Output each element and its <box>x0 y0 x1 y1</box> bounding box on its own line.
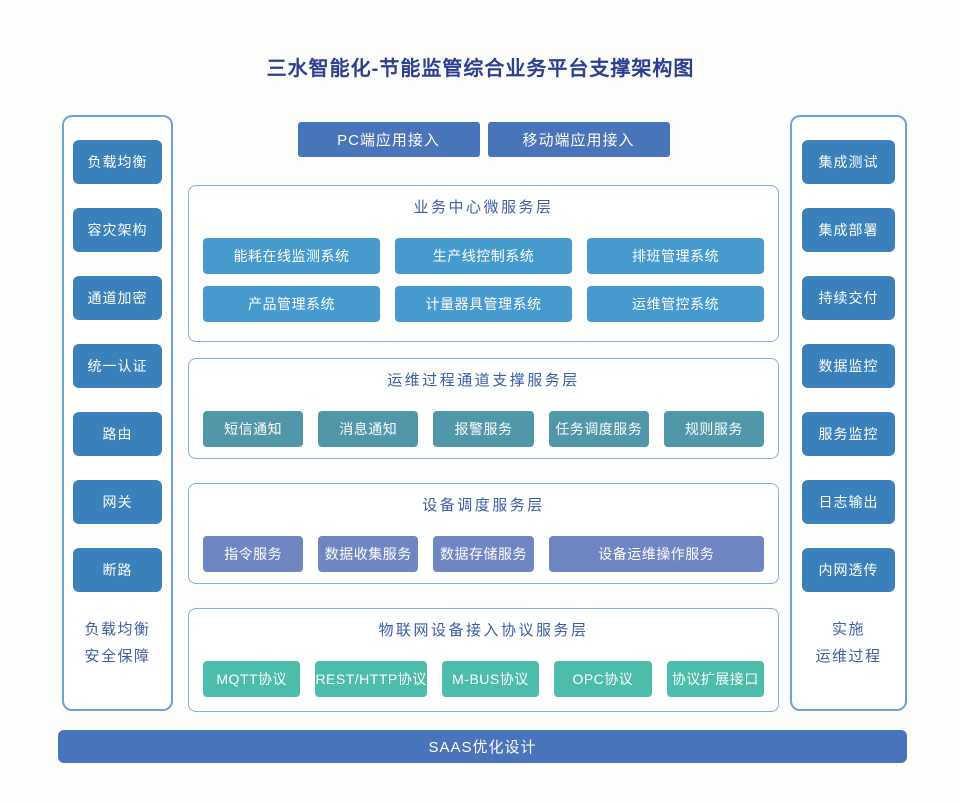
left-panel-caption: 负载均衡安全保障 <box>64 616 171 670</box>
right-panel-item: 数据监控 <box>802 344 895 388</box>
layer-row: 能耗在线监测系统生产线控制系统排班管理系统 <box>203 238 764 274</box>
layer-title: 业务中心微服务层 <box>413 199 554 216</box>
page-title: 三水智能化-节能监管综合业务平台支撑架构图 <box>266 58 695 80</box>
layer-button: 报警服务 <box>433 411 534 447</box>
layer-button: 排班管理系统 <box>587 238 764 274</box>
layer-button: 设备运维操作服务 <box>548 536 764 572</box>
layer-row: MQTT协议 REST/HTTP协议 M-BUS协议 OPC协议协议扩展接口 <box>203 661 765 697</box>
right-panel-item: 日志输出 <box>802 480 895 524</box>
app-access-buttons: PC端应用接入移动端应用接入 <box>188 122 779 157</box>
right-panel-item: 服务监控 <box>802 412 895 456</box>
saas-bar: SAAS优化设计 <box>58 730 907 763</box>
layer-button: 能耗在线监测系统 <box>203 238 380 274</box>
left-panel-item: 断路 <box>73 548 162 592</box>
right-panel-item: 集成测试 <box>802 140 895 184</box>
layer-button: 规则服务 <box>663 411 765 447</box>
layer-button: 数据存储服务 <box>433 536 534 572</box>
left-panel-item: 路由 <box>73 412 162 456</box>
right-panel-item: 内网透传 <box>802 548 895 592</box>
right-panel-item: 持续交付 <box>802 276 895 320</box>
left-panel-items: 负载均衡容灾架构通道加密统一认证路由网关断路 <box>64 117 171 592</box>
layer-button: 生产线控制系统 <box>395 238 572 274</box>
pc-app-access-button: PC端应用接入 <box>297 122 480 157</box>
right-panel-item: 集成部署 <box>802 208 895 252</box>
layer-row: 指令服务数据收集服务数据存储服务设备运维操作服务 <box>203 536 764 572</box>
layer-button: M-BUS协议 <box>441 661 540 697</box>
layer-title: 运维过程通道支撑服务层 <box>387 372 580 389</box>
layer-button: REST/HTTP协议 <box>315 661 427 697</box>
layer-business-microservice-layer: 业务中心微服务层能耗在线监测系统生产线控制系统排班管理系统产品管理系统计量器具管… <box>188 185 779 342</box>
layer-button: 短信通知 <box>203 411 304 447</box>
layer-row: 短信通知消息通知报警服务任务调度服务规则服务 <box>203 411 765 447</box>
layer-title: 物联网设备接入协议服务层 <box>378 622 589 639</box>
layer-button: 产品管理系统 <box>203 286 380 322</box>
left-panel-item: 统一认证 <box>73 344 162 388</box>
layer-row: 产品管理系统计量器具管理系统运维管控系统 <box>203 286 764 322</box>
layer-title: 设备调度服务层 <box>422 497 545 514</box>
layer-iot-protocol-access-layer: 物联网设备接入协议服务层 MQTT协议 REST/HTTP协议 M-BUS协议 OPC协… <box>188 608 779 712</box>
layer-button: 消息通知 <box>318 411 419 447</box>
layer-button: 数据收集服务 <box>318 536 419 572</box>
right-panel-caption: 实施运维过程 <box>792 616 905 670</box>
right-panel-items: 集成测试集成部署持续交付数据监控服务监控日志输出内网透传 <box>792 117 905 592</box>
layer-button: 协议扩展接口 <box>666 661 765 697</box>
right-panel: 集成测试集成部署持续交付数据监控服务监控日志输出内网透传 实施运维过程 <box>790 115 907 711</box>
right-panel-caption-line: 实施 <box>831 621 865 638</box>
left-panel-item: 网关 <box>73 480 162 524</box>
right-panel-caption-line: 运维过程 <box>815 648 882 665</box>
mobile-app-access-button: 移动端应用接入 <box>487 122 670 157</box>
layer-button: OPC协议 <box>554 661 652 697</box>
layer-button: 任务调度服务 <box>548 411 649 447</box>
layer-button: MQTT协议 <box>203 661 301 697</box>
left-panel-caption-line: 负载均衡 <box>84 621 151 638</box>
left-panel-item: 容灾架构 <box>73 208 162 252</box>
layer-device-dispatch-layer: 设备调度服务层指令服务数据收集服务数据存储服务设备运维操作服务 <box>188 483 779 584</box>
layer-ops-channel-support-layer: 运维过程通道支撑服务层短信通知消息通知报警服务任务调度服务规则服务 <box>188 358 779 459</box>
left-panel: 负载均衡容灾架构通道加密统一认证路由网关断路 负载均衡安全保障 <box>62 115 173 711</box>
left-panel-caption-line: 安全保障 <box>84 648 151 665</box>
layer-button: 指令服务 <box>203 536 304 572</box>
left-panel-item: 通道加密 <box>73 276 162 320</box>
left-panel-item: 负载均衡 <box>73 140 162 184</box>
layer-button: 运维管控系统 <box>587 286 764 322</box>
layer-button: 计量器具管理系统 <box>395 286 572 322</box>
